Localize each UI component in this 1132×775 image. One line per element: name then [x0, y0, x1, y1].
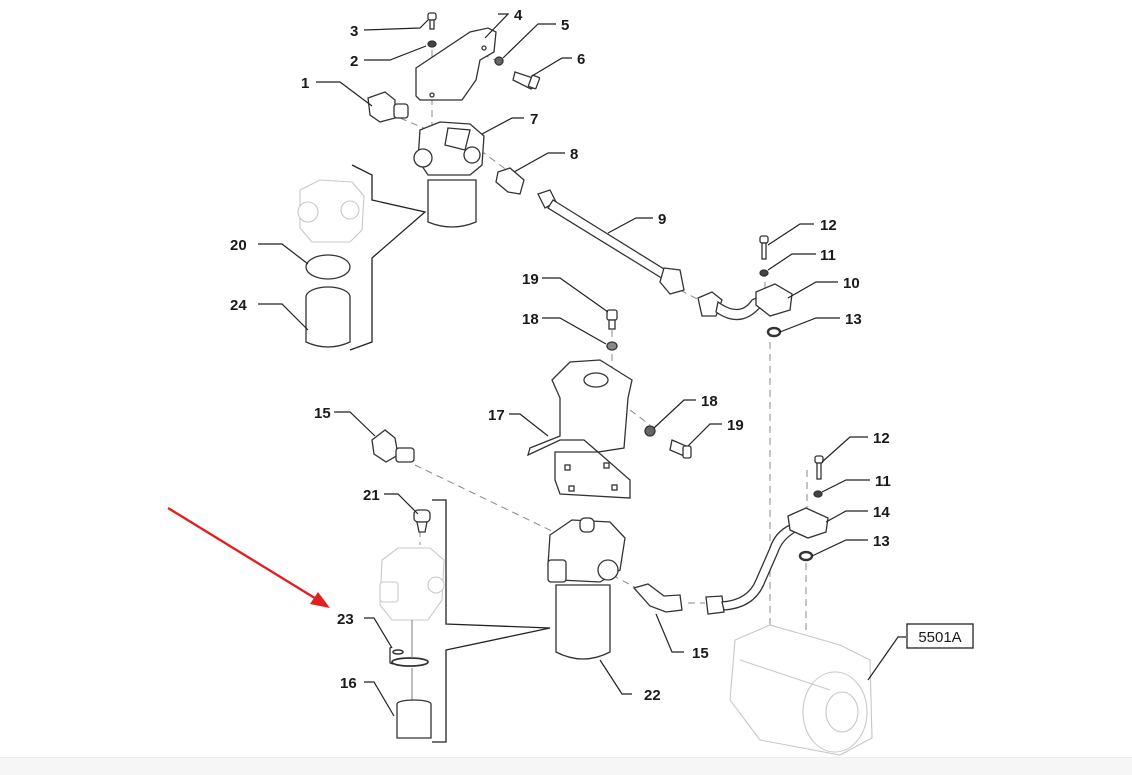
screw-21	[413, 509, 431, 533]
elbow-fitting-15-right	[632, 583, 683, 613]
filter-bowl-top	[427, 179, 477, 228]
bracket-4	[415, 27, 497, 101]
callout-21: 21	[363, 487, 380, 504]
washer-2	[427, 40, 437, 48]
callout-18-mid: 18	[522, 311, 539, 328]
screw-3	[427, 12, 437, 30]
highlight-arrow	[167, 506, 330, 608]
callout-6: 6	[577, 51, 585, 68]
callout-11-low: 11	[875, 473, 891, 490]
elbow-fitting-1	[367, 91, 409, 123]
seal-13-low	[798, 550, 814, 562]
page-footer-strip	[0, 757, 1132, 775]
bolt-6	[512, 71, 541, 90]
pipe-10	[697, 283, 793, 321]
callout-7: 7	[530, 111, 538, 128]
filter-head-22	[547, 517, 626, 583]
callout-15-right: 15	[692, 645, 709, 662]
callout-16: 16	[340, 675, 357, 692]
bolt-19-side	[669, 439, 692, 459]
callout-15-left: 15	[314, 405, 331, 422]
callout-20: 20	[230, 237, 247, 254]
callout-4: 4	[514, 7, 523, 24]
filter-element-24	[305, 286, 351, 348]
pipe-14	[705, 507, 829, 615]
callout-1: 1	[301, 75, 309, 92]
seal-kit-23	[389, 620, 429, 700]
callout-17: 17	[488, 407, 505, 424]
ghost-pump	[729, 624, 873, 756]
callout-24: 24	[230, 297, 247, 314]
callout-18-side: 18	[701, 393, 718, 410]
washer-18-mid	[606, 341, 618, 351]
callout-5: 5	[561, 17, 569, 34]
o-ring-20	[305, 254, 351, 280]
reference-code: 5501A	[918, 629, 961, 646]
callout-19-side: 19	[727, 417, 744, 434]
callout-14: 14	[873, 504, 890, 521]
callout-2: 2	[350, 53, 358, 70]
screw-12-top	[759, 235, 769, 260]
callouts: 3 2 4 5 6 1 7 8 9 12 11 10 13 19 18 20 2…	[230, 7, 891, 704]
callout-9: 9	[658, 211, 666, 228]
callout-19-mid: 19	[522, 271, 539, 288]
bracket-top-group	[349, 164, 427, 351]
leader-lines	[258, 13, 906, 717]
callout-11-top: 11	[820, 247, 836, 264]
callout-22: 22	[644, 687, 661, 704]
filter-head-7	[413, 121, 485, 176]
seal-13-top	[766, 326, 782, 338]
elbow-fitting-15-left	[371, 429, 415, 463]
filter-bowl-22	[555, 584, 611, 660]
ghost-filter-head-lower	[379, 547, 445, 621]
callout-3: 3	[350, 23, 358, 40]
washer-5	[494, 56, 504, 66]
support-bracket-17	[526, 359, 633, 499]
callout-23: 23	[337, 611, 354, 628]
washer-11-top	[759, 269, 769, 277]
reference-box: 5501A	[906, 623, 974, 649]
washer-11-low	[813, 490, 823, 498]
screw-19-mid	[606, 309, 618, 330]
bracket-lower-group	[432, 499, 551, 743]
screw-12-low	[814, 455, 824, 480]
callout-10: 10	[843, 275, 860, 292]
callout-12-low: 12	[873, 430, 890, 447]
callout-13-top: 13	[845, 311, 862, 328]
adapter-8	[495, 167, 525, 195]
ghost-filter-head-top	[297, 179, 365, 243]
pipe-9	[537, 189, 685, 295]
washer-18-side	[644, 425, 656, 437]
callout-12-top: 12	[820, 217, 837, 234]
callout-8: 8	[570, 146, 578, 163]
filter-element-16	[396, 699, 432, 739]
callout-13-low: 13	[873, 533, 890, 550]
